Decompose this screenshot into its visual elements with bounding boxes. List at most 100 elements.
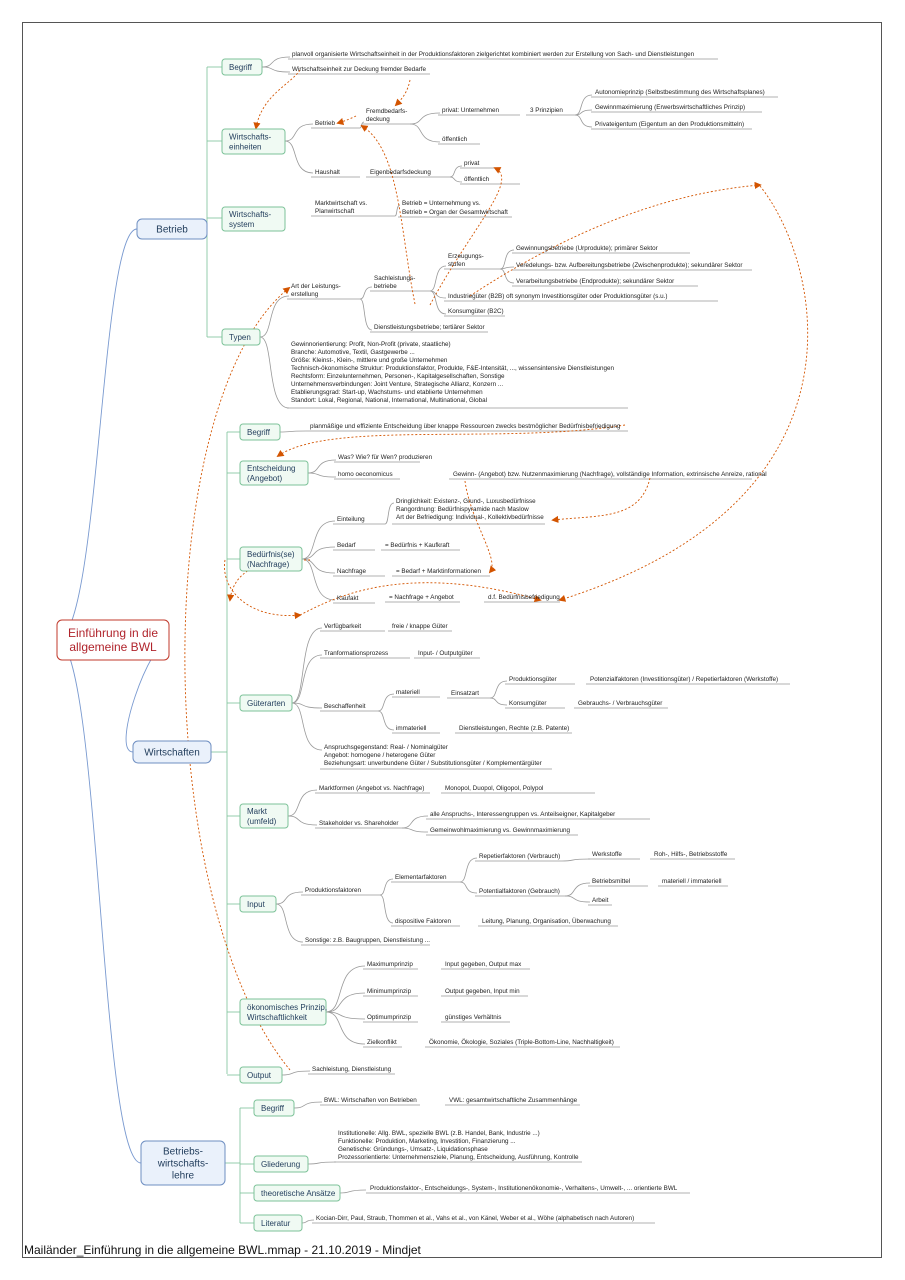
leaf-gl4: Prozessorientierte: Unternehmensziele, P…	[338, 1154, 579, 1161]
leaf-oeff2: öffentlich	[464, 176, 490, 183]
topic-theorie[interactable]: theoretische Ansätze	[253, 1184, 341, 1202]
leaf-gew-text: Gewinnungsbetriebe (Urprodukte); primäre…	[516, 245, 658, 252]
leaf-prodg: Produktionsgüter	[509, 676, 557, 683]
topic-beduerfnis[interactable]: Bedürfnis(se)(Nachfrage)	[239, 546, 303, 572]
leaf-erz-text-1: Erzeugungs-	[448, 253, 484, 260]
leaf-was-text: Was? Wie? für Wen? produzieren	[338, 454, 433, 461]
leaf-konsum-text: Konsumgüter (B2C)	[448, 308, 504, 315]
topic-output-label: Output	[247, 1071, 272, 1080]
leaf-theo-text: Produktionsfaktor-, Entscheidungs-, Syst…	[370, 1185, 678, 1192]
leaf-e3-text: Art der Befriedigung: Individual-, Kolle…	[396, 514, 544, 521]
leaf-sonst-text: Sonstige: z.B. Baugruppen, Dienstleistun…	[305, 937, 430, 944]
leaf-arbeit: Arbeit	[592, 897, 609, 904]
topic-output[interactable]: Output	[239, 1066, 283, 1084]
leaf-b1a-text: planvoll organisierte Wirtschaftseinheit…	[292, 51, 695, 58]
main-betrieb[interactable]: Betrieb	[136, 218, 208, 240]
topic-entscheidung-label-1: Entscheidung	[247, 464, 295, 473]
leaf-stake-text: Stakeholder vs. Shareholder	[319, 820, 398, 827]
topic-oekprinzip[interactable]: ökonomisches Prinzip,Wirtschaftlichkeit	[239, 998, 327, 1026]
topic-oekprinzip-label-2: Wirtschaftlichkeit	[247, 1013, 308, 1022]
leaf-fremd: Fremdbedarfs-deckung	[366, 108, 407, 123]
leaf-typ-4-text: Technisch-ökonomische Struktur: Produkti…	[291, 365, 615, 372]
leaf-maxp: Maximumprinzip	[367, 961, 413, 968]
leaf-typ-2-text: Branche: Automotive, Textil, Gastgewerbe…	[291, 349, 415, 356]
topic-gueterarten[interactable]: Güterarten	[239, 694, 293, 712]
leaf-marktf-text: Marktformen (Angebot vs. Nachfrage)	[319, 785, 424, 792]
leaf-typ-5: Rechtsform: Einzelunternehmen, Personen-…	[291, 373, 505, 380]
leaf-konsumg-text: Konsumgüter	[509, 700, 546, 707]
leaf-typ-8: Standort: Lokal, Regional, National, Int…	[291, 397, 487, 404]
topic-begriff-1[interactable]: Begriff	[221, 58, 263, 76]
leaf-bwl2: VWL: gesamtwirtschaftliche Zusammenhänge	[449, 1097, 578, 1104]
topic-markt[interactable]: Markt(umfeld)	[239, 803, 289, 829]
leaf-fremd-text-2: deckung	[366, 116, 390, 123]
leaf-verf-text: Verfügbarkeit	[324, 623, 361, 630]
leaf-materiell-text: materiell	[396, 689, 420, 696]
leaf-kaufakt2: = Nachfrage + Angebot	[389, 594, 454, 601]
leaf-erz-text-2: stufen	[448, 261, 466, 268]
leaf-marktwirt: Marktwirtschaft vs.Planwirtschaft	[315, 200, 367, 215]
leaf-immat2: Dienstleistungen, Rechte (z.B. Patente)	[459, 725, 569, 732]
topic-typen[interactable]: Typen	[221, 328, 261, 346]
leaf-kaufakt-text: Kaufakt	[337, 595, 359, 602]
topic-gueterarten-label: Güterarten	[247, 699, 285, 708]
leaf-immat2-text: Dienstleistungen, Rechte (z.B. Patente)	[459, 725, 569, 732]
leaf-prodg-text: Produktionsgüter	[509, 676, 557, 683]
leaf-output1-text: Sachleistung, Dienstleistung	[312, 1066, 392, 1073]
leaf-matimm: materiell / immateriell	[662, 878, 721, 885]
leaf-minp2: Output gegeben, Input min	[445, 988, 520, 995]
leaf-b1b-text: Wirtschaftseinheit zur Deckung fremder B…	[292, 66, 427, 73]
main-bwl[interactable]: Betriebs-wirtschafts-lehre	[140, 1140, 226, 1186]
leaf-erz: Erzeugungs-stufen	[448, 253, 484, 268]
leaf-privateig: Privateigentum (Eigentum an den Produkti…	[595, 121, 744, 128]
main-bwl-label-2: wirtschafts-	[157, 1159, 209, 1170]
topic-entscheidung[interactable]: Entscheidung(Angebot)	[239, 460, 309, 486]
topic-wirtschaftseinheiten[interactable]: Wirtschafts-einheiten	[221, 128, 286, 155]
topic-input[interactable]: Input	[239, 895, 277, 913]
leaf-homo-text: homo oeconomicus	[338, 471, 393, 478]
topic-literatur[interactable]: Literatur	[253, 1214, 303, 1232]
page-frame	[22, 22, 882, 1258]
leaf-sach-text-1: Sachleistungs-	[374, 275, 415, 282]
leaf-optp2: günstiges Verhältnis	[445, 1014, 501, 1021]
main-wirtschaften[interactable]: Wirtschaften	[132, 740, 212, 764]
topic-wirtschaftssystem-label-1: Wirtschafts-	[229, 210, 272, 219]
leaf-elem: Elementarfaktoren	[395, 874, 447, 881]
leaf-eigen-text: Eigenbedarfsdeckung	[370, 169, 431, 176]
main-betrieb-box	[136, 218, 208, 240]
topic-oekprinzip-box	[239, 998, 327, 1026]
topic-wirtschaftssystem[interactable]: Wirtschafts-system	[221, 206, 286, 232]
leaf-output1: Sachleistung, Dienstleistung	[312, 1066, 392, 1073]
leaf-oeff1-text: öffentlich	[442, 136, 468, 143]
leaf-dienst-text: Dienstleistungsbetriebe; tertiärer Sekto…	[374, 324, 485, 331]
leaf-theo: Produktionsfaktor-, Entscheidungs-, Syst…	[370, 1185, 678, 1192]
leaf-optp: Optimumprinzip	[367, 1014, 412, 1021]
topic-begriff-2-box	[239, 423, 281, 441]
leaf-betriebsm-text: Betriebsmittel	[592, 878, 630, 885]
leaf-arbeit-text: Arbeit	[592, 897, 609, 904]
leaf-nachfrage-text: Nachfrage	[337, 568, 367, 575]
leaf-gew: Gewinnungsbetriebe (Urprodukte); primäre…	[516, 245, 658, 252]
leaf-bwl1-text: BWL: Wirtschaften von Betrieben	[324, 1097, 417, 1104]
topic-input-box	[239, 895, 277, 913]
leaf-einsatz-text: Einsatzart	[451, 690, 479, 697]
leaf-werk-text: Werkstoffe	[592, 851, 622, 858]
topic-markt-box	[239, 803, 289, 829]
topic-wirtschaftseinheiten-label-2: einheiten	[229, 142, 261, 151]
topic-begriff-3-label: Begriff	[261, 1104, 285, 1113]
leaf-bedarf2-text: = Bedürfnis + Kaufkraft	[385, 542, 450, 549]
leaf-stake2-text: Gemeinwohlmaximierung vs. Gewinnmaximier…	[430, 827, 570, 834]
topic-begriff-3[interactable]: Begriff	[253, 1099, 295, 1117]
leaf-art-text-1: Art der Leistungs-	[291, 283, 341, 290]
topic-gueterarten-box	[239, 694, 293, 712]
leaf-gebrauch-text: Gebrauchs- / Verbrauchsgüter	[578, 700, 662, 707]
leaf-bwl1: BWL: Wirtschaften von Betrieben	[324, 1097, 417, 1104]
leaf-nachfrage: Nachfrage	[337, 568, 367, 575]
topic-begriff-2[interactable]: Begriff	[239, 423, 281, 441]
leaf-verarb: Verarbeitungsbetriebe (Endprodukte); sek…	[516, 278, 674, 285]
leaf-g3: Beziehungsart: unverbundene Güter / Subs…	[324, 760, 542, 767]
leaf-ziel-text: Zielkonflikt	[367, 1039, 397, 1046]
topic-gliederung[interactable]: Gliederung	[253, 1155, 309, 1173]
